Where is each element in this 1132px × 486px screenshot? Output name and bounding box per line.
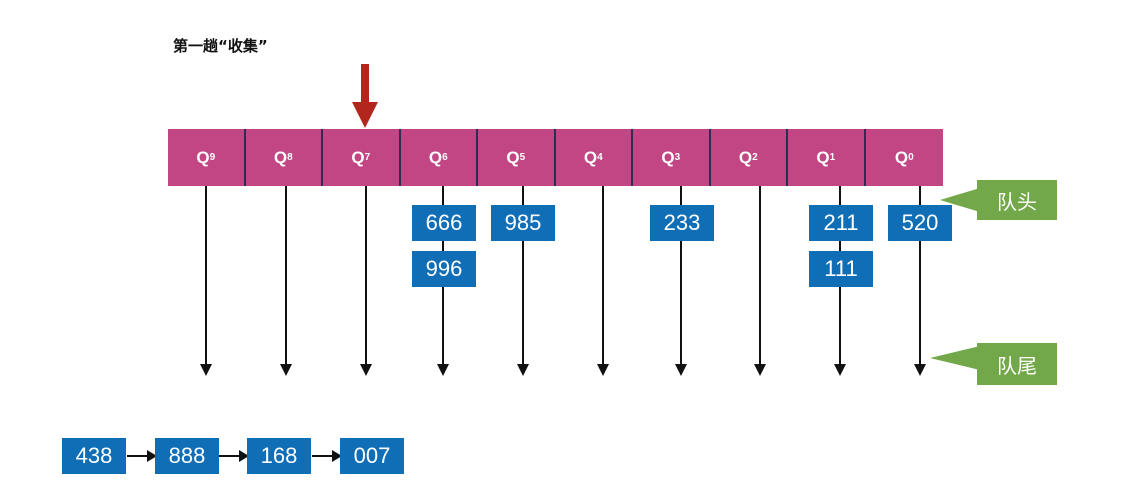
collected-item-1: 888 (155, 438, 219, 474)
bucket-q6-item-0: 666 (412, 205, 476, 241)
bucket-q0-item-0: 520 (888, 205, 952, 241)
queue-tail-label: 队尾 (977, 343, 1057, 385)
collected-item-2: 168 (247, 438, 311, 474)
queue-head-label: 队头 (977, 180, 1057, 220)
current-queue-pointer-icon (352, 64, 378, 128)
bucket-q5-item-0: 985 (491, 205, 555, 241)
tail-pointer-icon (930, 346, 980, 370)
collected-item-3: 007 (340, 438, 404, 474)
head-pointer-icon (940, 188, 980, 212)
bucket-q3-item-0: 233 (650, 205, 714, 241)
bucket-q1-item-1: 111 (809, 251, 873, 287)
diagram-title: 第一趟“收集” (173, 37, 268, 55)
collected-item-0: 438 (62, 438, 126, 474)
bucket-q1-item-0: 211 (809, 205, 873, 241)
bucket-q6-item-1: 996 (412, 251, 476, 287)
